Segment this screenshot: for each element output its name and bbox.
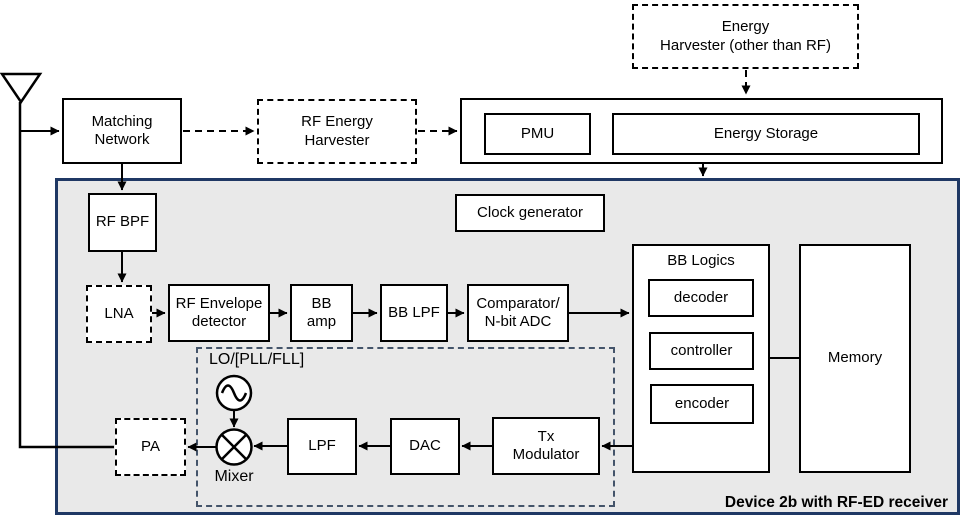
controller-block: controller (649, 332, 754, 370)
device-caption: Device 2b with RF-ED receiver (724, 494, 948, 511)
bb-amp-block: BB amp (290, 284, 353, 342)
matching-network-block: Matching Network (62, 98, 182, 164)
rf-energy-harvester-block: RF Energy Harvester (257, 99, 417, 164)
decoder-block: decoder (648, 279, 754, 317)
lo-pll-label: LO/[PLL/FLL] (209, 351, 305, 368)
encoder-block: encoder (650, 384, 754, 424)
energy-storage-block: Energy Storage (612, 113, 920, 155)
comparator-adc-block: Comparator/ N-bit ADC (467, 284, 569, 342)
memory-block: Memory (799, 244, 911, 473)
lpf-block: LPF (287, 418, 357, 475)
pmu-block: PMU (484, 113, 591, 155)
mixer-label: Mixer (214, 468, 254, 485)
pa-block: PA (115, 418, 186, 476)
clock-generator-block: Clock generator (455, 194, 605, 232)
bb-lpf-block: BB LPF (380, 284, 448, 342)
lna-block: LNA (86, 285, 152, 343)
energy-harvester-other-block: Energy Harvester (other than RF) (632, 4, 859, 69)
power-management-container: PMU Energy Storage (460, 98, 943, 164)
antenna-icon (0, 72, 43, 105)
bb-logics-title: BB Logics (667, 252, 735, 269)
rf-envelope-detector-block: RF Envelope detector (168, 284, 270, 342)
rf-bpf-block: RF BPF (88, 193, 157, 252)
bb-logics-block: BB Logics decoder controller encoder (632, 244, 770, 473)
tx-modulator-block: Tx Modulator (492, 417, 600, 475)
lo-pll-region (196, 347, 615, 507)
dac-block: DAC (390, 418, 460, 475)
